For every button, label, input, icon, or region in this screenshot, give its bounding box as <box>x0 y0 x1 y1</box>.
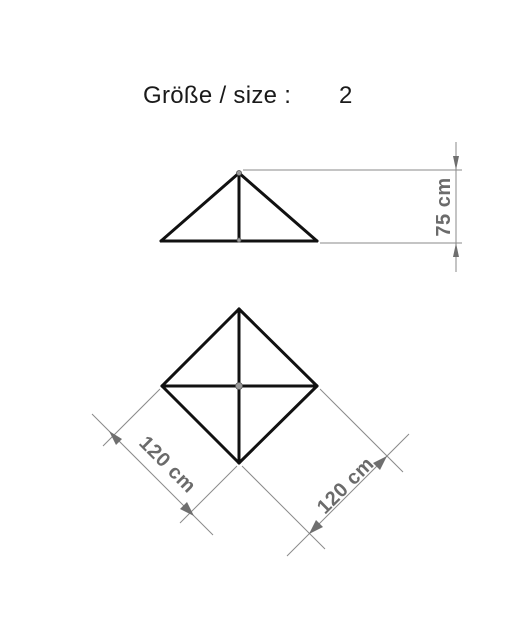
side-view-left-leg <box>159 171 241 243</box>
top-view-edge-bottom-right <box>237 384 319 465</box>
height-dimension-label: 75 cm <box>433 177 455 236</box>
side-left-dimension-label: 120 cm <box>134 432 200 498</box>
size-title-value: 2 <box>339 82 353 109</box>
side-view-base-joint <box>236 237 242 243</box>
side-right-extension-a <box>319 388 404 473</box>
top-view-edge-bottom-left <box>160 384 241 465</box>
side-right-dimension-line <box>286 433 410 557</box>
side-left-arrow-a <box>109 431 122 445</box>
side-right-dimension-label: 120 cm <box>313 453 379 519</box>
top-view-edge-top-left <box>160 307 241 388</box>
top-view-edge-top-right <box>237 307 319 388</box>
side-left-arrow-b <box>180 502 194 516</box>
side-view-right-leg <box>237 171 319 243</box>
side-right-dimension <box>241 388 410 557</box>
side-right-extension-b <box>241 465 326 550</box>
height-arrow-bottom <box>453 243 459 257</box>
side-right-arrow-a <box>373 456 387 470</box>
side-left-dimension <box>91 388 238 536</box>
height-dimension <box>243 142 462 272</box>
top-view-center-joint <box>235 382 243 390</box>
height-arrow-top <box>453 156 459 170</box>
side-view-frame <box>159 171 319 243</box>
size-title: Größe / size : 2 <box>0 80 526 114</box>
side-view-apex-joint <box>236 170 242 176</box>
size-title-label: Größe / size : <box>143 82 292 109</box>
side-right-arrow-b <box>309 520 323 534</box>
